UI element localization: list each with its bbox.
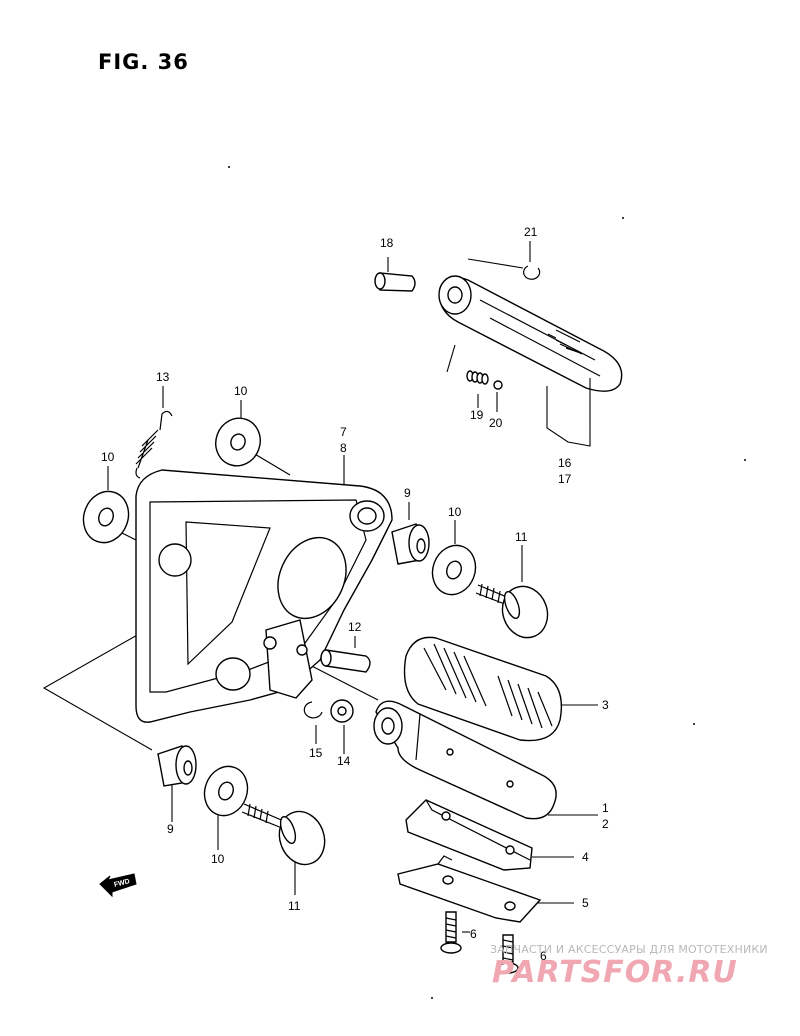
collar-9-upper (391, 523, 430, 565)
plate-5 (397, 855, 542, 923)
circlip-21 (523, 265, 541, 280)
callout-9: 9 (167, 822, 174, 836)
callout-4: 4 (582, 850, 589, 864)
callout-16: 16 (558, 456, 572, 470)
washer-10-bottom (203, 765, 249, 817)
callout-6: 6 (540, 949, 547, 963)
washer-10-top (215, 417, 261, 467)
watermark-caption: ЗАПЧАСТИ И АКСЕССУАРЫ ДЛЯ МОТОТЕХНИКИ (490, 943, 768, 956)
scan-specks (228, 166, 746, 999)
callout-3: 3 (602, 698, 609, 712)
washer-14 (330, 699, 354, 723)
plate-4 (405, 799, 533, 871)
fwd-arrow-icon: FWD (99, 873, 137, 898)
pin-12 (320, 649, 371, 673)
callout-21: 21 (524, 225, 538, 239)
rear-footrest-rubber (438, 275, 623, 392)
callout-13: 13 (156, 370, 170, 384)
callout-20: 20 (489, 416, 503, 430)
callout-12: 12 (348, 620, 362, 634)
bolt-11-lower (241, 803, 326, 866)
callout-18: 18 (380, 236, 394, 250)
callout-labels: 21 18 13 10 7 8 10 19 20 16 17 9 10 11 1… (101, 225, 609, 963)
callout-14: 14 (337, 754, 351, 768)
ball-20 (493, 380, 503, 390)
callout-10: 10 (101, 450, 115, 464)
footrest-bracket (135, 469, 393, 723)
spring-13 (135, 410, 173, 479)
callout-7: 7 (340, 425, 347, 439)
callout-15: 15 (309, 746, 323, 760)
callout-10: 10 (211, 852, 225, 866)
washer-10-right (431, 544, 477, 596)
figure-title: FIG. 36 (98, 50, 189, 74)
pin-18 (374, 272, 416, 292)
screw-6-right (497, 934, 519, 974)
collar-9-lower (157, 745, 197, 787)
callout-2: 2 (602, 817, 609, 831)
callout-10: 10 (448, 505, 462, 519)
callout-11: 11 (288, 899, 301, 913)
callout-9: 9 (404, 486, 411, 500)
footrest-rubber-3 (403, 636, 563, 742)
fwd-label: FWD (113, 878, 130, 889)
callout-8: 8 (340, 441, 347, 455)
bolt-11-upper (475, 583, 549, 639)
callout-17: 17 (558, 472, 572, 486)
callout-6: 6 (470, 927, 477, 941)
watermark-logo: PARTSFOR.RU (492, 955, 738, 990)
callout-10: 10 (234, 384, 248, 398)
callout-5: 5 (582, 896, 589, 910)
circlip-15 (303, 701, 323, 719)
callout-1: 1 (602, 801, 609, 815)
callout-11: 11 (515, 530, 528, 544)
rear-footrest-assembly (374, 265, 623, 392)
callout-19: 19 (470, 408, 484, 422)
footrest-body-1 (373, 700, 557, 820)
spring-19 (466, 370, 489, 385)
washer-10-left (82, 490, 130, 544)
screw-6-left (440, 911, 462, 954)
